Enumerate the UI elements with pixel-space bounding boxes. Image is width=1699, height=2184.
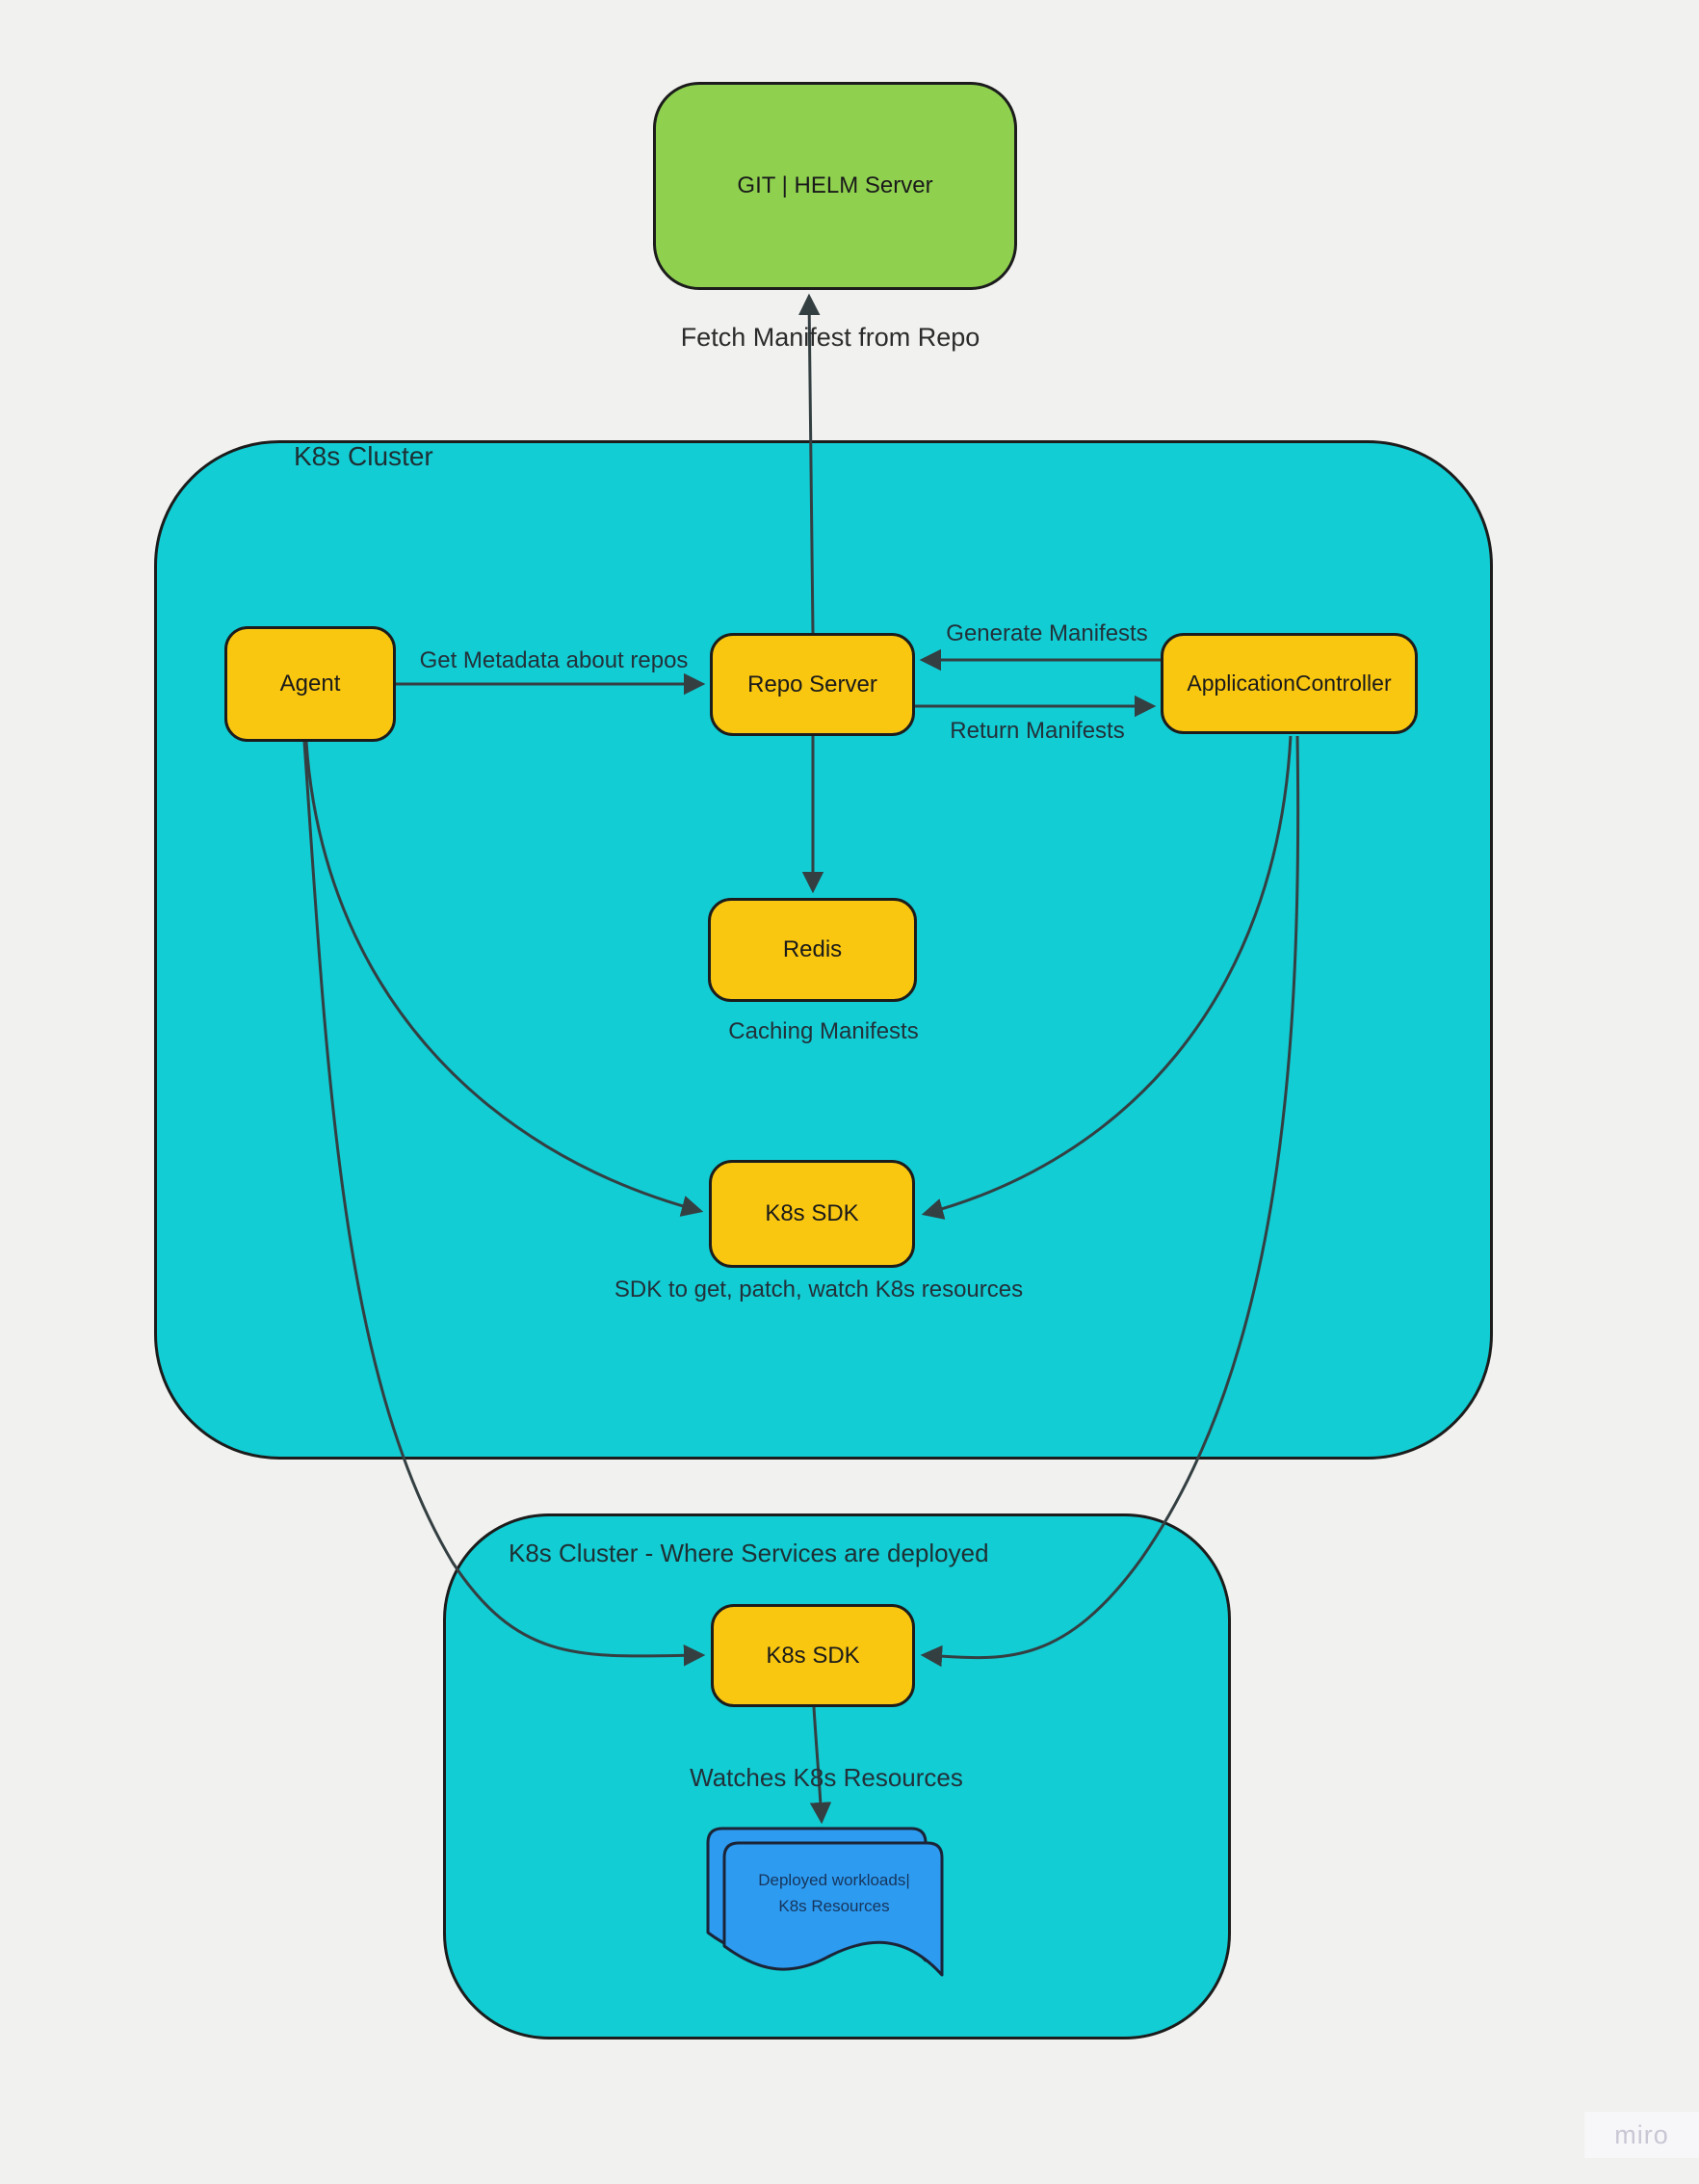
node-k8s-sdk-main-label: K8s SDK (765, 1200, 859, 1226)
node-repo-server-label: Repo Server (747, 671, 877, 697)
workloads-document-line2: K8s Resources (778, 1897, 890, 1916)
miro-watermark: miro (1584, 2112, 1699, 2158)
edge-appcontroller-to-k8s-sdk-services[interactable] (920, 735, 1300, 1668)
node-k8s-sdk-main[interactable]: K8s SDK (709, 1160, 915, 1268)
node-redis-label: Redis (782, 936, 843, 962)
cluster-k8s-main-label: K8s Cluster (294, 441, 433, 471)
label-caching-manifests[interactable]: Caching Manifests (728, 1018, 919, 1044)
workloads-document-line1: Deployed workloads| (758, 1871, 910, 1889)
node-agent-label: Agent (279, 671, 341, 697)
edge-appcontroller-to-k8s-sdk-main[interactable] (921, 735, 1293, 1220)
label-get-metadata[interactable]: Get Metadata about repos (419, 647, 689, 673)
node-application-controller[interactable]: ApplicationController (1161, 633, 1418, 734)
node-redis[interactable]: Redis (708, 898, 917, 1002)
miro-watermark-text: miro (1614, 2119, 1669, 2149)
label-fetch-manifest[interactable]: Fetch Manifest from Repo (680, 323, 980, 352)
edge-agent-to-k8s-sdk-main[interactable] (304, 741, 704, 1217)
workloads-document-label: Deployed workloads| K8s Resources (758, 1867, 910, 1919)
node-repo-server[interactable]: Repo Server (710, 633, 915, 736)
edge-k8s-sdk-to-workloads[interactable] (809, 1706, 832, 1825)
node-git-helm-server-label: GIT | HELM Server (737, 172, 933, 198)
cluster-k8s-services-label: K8s Cluster - Where Services are deploye… (509, 1539, 989, 1567)
node-agent[interactable]: Agent (224, 626, 396, 742)
node-git-helm-server[interactable]: GIT | HELM Server (653, 82, 1017, 290)
node-k8s-sdk-services[interactable]: K8s SDK (711, 1604, 915, 1707)
label-generate-manifests[interactable]: Generate Manifests (946, 620, 1148, 646)
node-k8s-sdk-services-label: K8s SDK (766, 1642, 860, 1669)
label-watches-resources[interactable]: Watches K8s Resources (690, 1763, 963, 1792)
node-application-controller-label: ApplicationController (1187, 671, 1392, 696)
edge-agent-to-k8s-sdk-services[interactable] (302, 741, 706, 1667)
workloads-document-front[interactable] (722, 1841, 944, 1977)
edge-repo-server-to-git[interactable] (797, 293, 821, 634)
label-return-manifests[interactable]: Return Manifests (950, 718, 1125, 744)
label-sdk-purpose[interactable]: SDK to get, patch, watch K8s resources (614, 1276, 1024, 1303)
